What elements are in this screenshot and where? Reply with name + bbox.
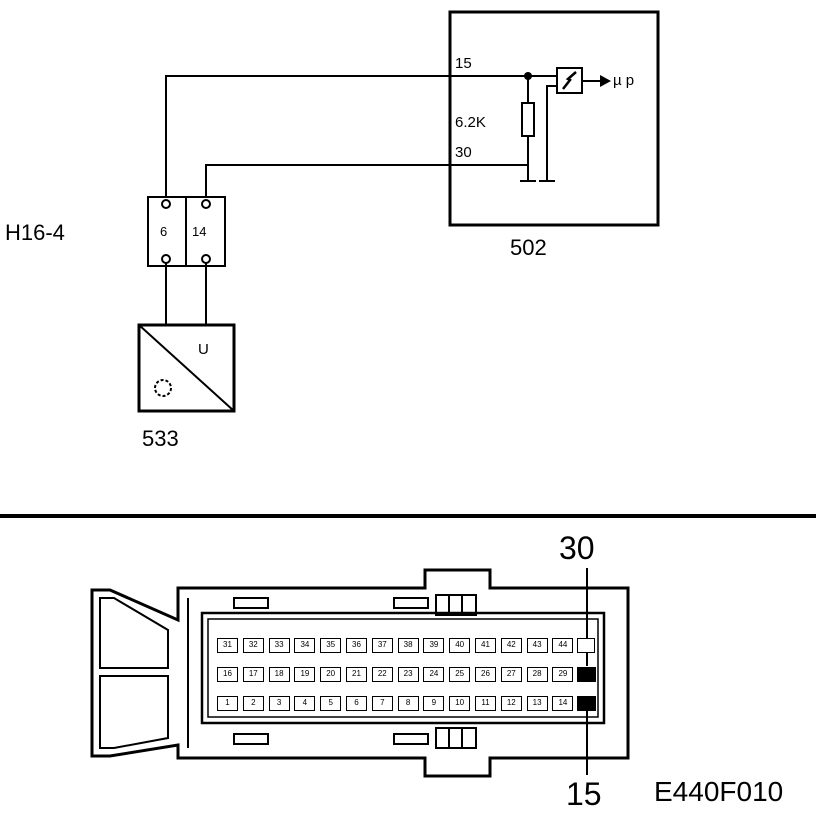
- connector-cavity: 25: [449, 667, 471, 682]
- key-top: [435, 594, 477, 616]
- connector-pin-30-label: 30: [559, 530, 595, 566]
- resistor-symbol: [521, 102, 535, 137]
- tab-bottom-left: [233, 733, 269, 745]
- connector-housing: [90, 568, 630, 778]
- connector-cavity: 31: [217, 638, 238, 653]
- sensor-diagonal: [138, 324, 235, 412]
- wire-15: [165, 75, 557, 198]
- connector-cavity: 27: [500, 667, 522, 682]
- connector-cavity: 35: [320, 638, 342, 653]
- connector-cavity: 41: [475, 638, 496, 653]
- connector-cavity: 18: [268, 667, 290, 682]
- tab-top-left: [233, 597, 269, 609]
- connector-cavity: 33: [268, 638, 290, 653]
- amplifier-ground-lead: [546, 85, 557, 181]
- pin-14-bottom: [201, 254, 211, 264]
- tab-top-right: [393, 597, 429, 609]
- connector-cavity: 6: [346, 696, 367, 711]
- connector-cavity: 21: [346, 667, 367, 682]
- connector-cavity: 14: [552, 696, 574, 711]
- connector-cavity: 17: [242, 667, 264, 682]
- figure-code-label: E440F010: [654, 776, 784, 807]
- connector-cavity: [577, 638, 595, 653]
- connector-cavity: 5: [320, 696, 342, 711]
- wire-30: [205, 164, 528, 198]
- connector-cavity: 3: [268, 696, 290, 711]
- key-bottom: [435, 727, 477, 749]
- connector-cavity: 13: [526, 696, 548, 711]
- pin-6-label: 6: [160, 224, 168, 239]
- pin-6-top: [161, 199, 171, 209]
- connector-cavity: 34: [294, 638, 316, 653]
- connector-cavity: 11: [475, 696, 496, 711]
- connector-cavity: 9: [423, 696, 445, 711]
- connector-cavity: 24: [423, 667, 445, 682]
- harness-connector-label: H16-4: [5, 220, 65, 245]
- connector-cavity: 36: [346, 638, 367, 653]
- connector-cavity: 39: [423, 638, 445, 653]
- output-arrow: [600, 75, 611, 87]
- connector-cavity: 38: [397, 638, 419, 653]
- connector-cavity: 28: [526, 667, 548, 682]
- terminal-30-label: 30: [455, 144, 472, 161]
- component-502-box: [448, 10, 660, 227]
- connector-cavity: 43: [526, 638, 548, 653]
- connector-cavity: 7: [371, 696, 393, 711]
- connector-cavity: 29: [552, 667, 574, 682]
- connector-cavity: 20: [320, 667, 342, 682]
- connector-latch-upper: [99, 597, 169, 669]
- gear-icon: [154, 379, 172, 397]
- pin-14-label: 14: [192, 224, 207, 239]
- connector-cavity: [577, 696, 596, 711]
- cavity-field-inner: [207, 618, 599, 718]
- connector-cavity: 10: [449, 696, 471, 711]
- cavity-field-frame: [200, 611, 606, 725]
- connector-cavity: 32: [242, 638, 264, 653]
- resistor-value-label: 6.2K: [455, 114, 486, 131]
- connector-cavity: 40: [449, 638, 471, 653]
- terminal-15-label: 15: [455, 55, 472, 72]
- connector-cavity: 42: [500, 638, 522, 653]
- connector-cavity: 1: [217, 696, 238, 711]
- amplifier-glyph: [562, 71, 577, 90]
- amplifier-symbol: [556, 67, 583, 94]
- component-502-label: 502: [510, 235, 547, 260]
- connector-cavity: 22: [371, 667, 393, 682]
- tab-bottom-right: [393, 733, 429, 745]
- connector-latch-lower: [99, 675, 169, 749]
- connector-cavity: 4: [294, 696, 316, 711]
- pin-14-top: [201, 199, 211, 209]
- pin-6-bottom: [161, 254, 171, 264]
- connector-cavity: 19: [294, 667, 316, 682]
- connector-cavity: 37: [371, 638, 393, 653]
- connector-cavity: 8: [397, 696, 419, 711]
- connector-cavity: 2: [242, 696, 264, 711]
- connector-cavity: 23: [397, 667, 419, 682]
- sensor-u-label: U: [198, 341, 209, 358]
- component-533-label: 533: [142, 426, 179, 451]
- connector-pin-15-label: 15: [566, 776, 602, 812]
- output-label: µ p: [613, 72, 635, 89]
- connector-cavity: [577, 667, 596, 682]
- connector-cavity: 16: [217, 667, 238, 682]
- connector-cavity: 44: [552, 638, 574, 653]
- connector-cavity: 12: [500, 696, 522, 711]
- connector-cavity: 26: [475, 667, 496, 682]
